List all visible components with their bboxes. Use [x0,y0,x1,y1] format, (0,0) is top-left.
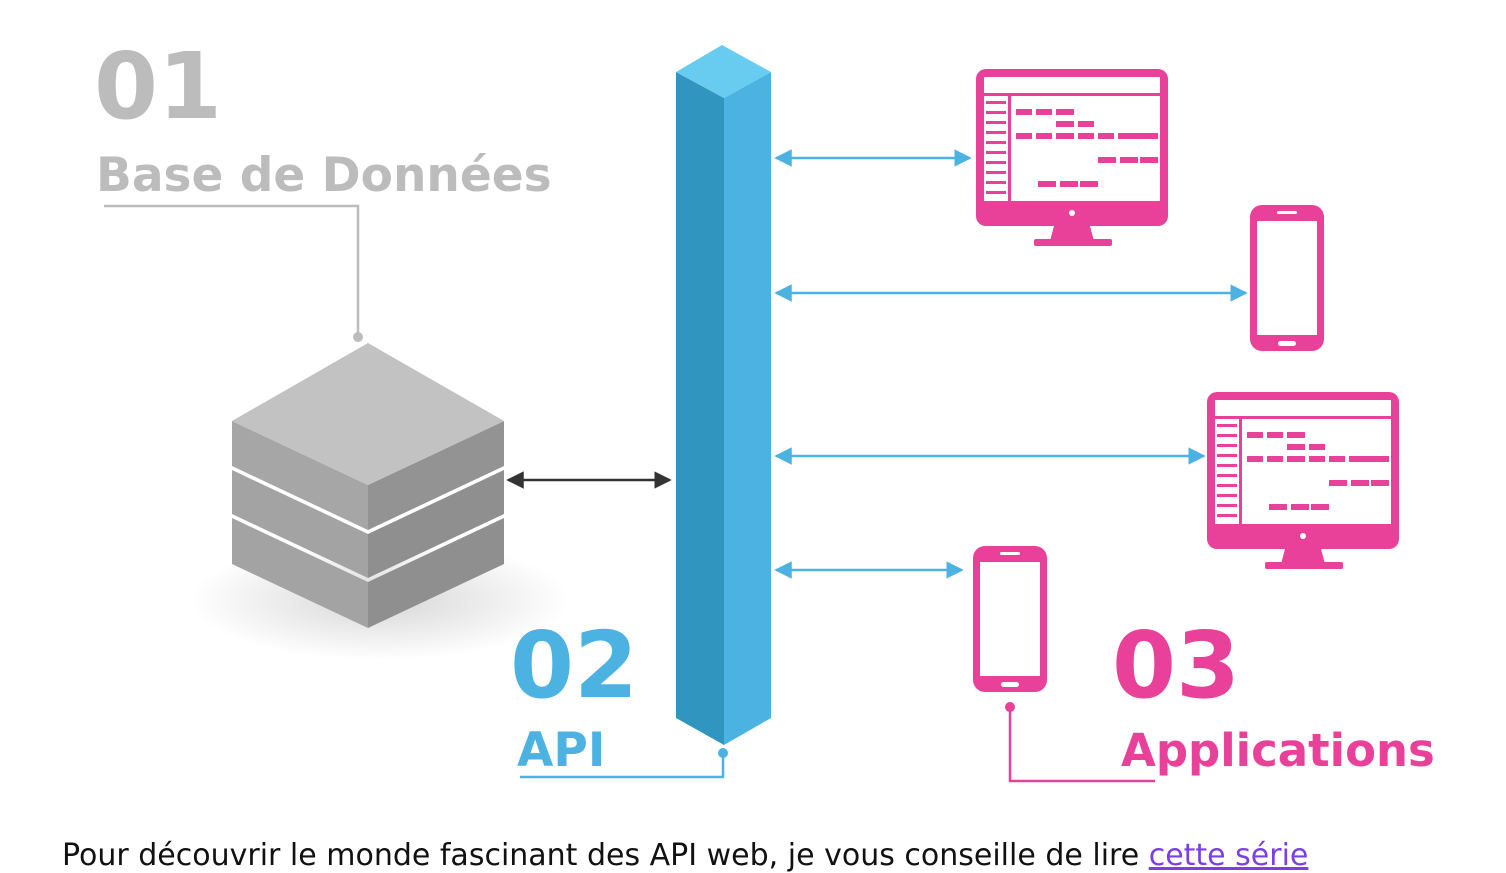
caption-link[interactable]: cette série [1148,838,1309,873]
db-section-label: Base de Données [96,148,552,203]
db-connector-line [104,204,360,336]
api-pillar-icon [676,45,771,745]
desktop-monitor-icon [1207,392,1399,569]
desktop-monitor-icon [976,69,1168,246]
caption-paragraph: Pour découvrir le monde fascinant des AP… [62,838,1308,873]
caption-text: Pour découvrir le monde fascinant des AP… [62,838,1149,873]
api-connector-line [520,753,725,779]
db-section-number: 01 [94,33,222,140]
smartphone-icon [1250,205,1324,351]
api-section-number: 02 [510,612,638,719]
smartphone-icon [973,546,1047,692]
db-connector-dot [353,332,363,342]
apps-section-label: Applications [1121,724,1435,777]
api-section-label: API [517,723,605,778]
database-stack-icon [190,343,570,660]
apps-section-number: 03 [1112,612,1240,719]
apps-connector-line [1008,707,1155,783]
